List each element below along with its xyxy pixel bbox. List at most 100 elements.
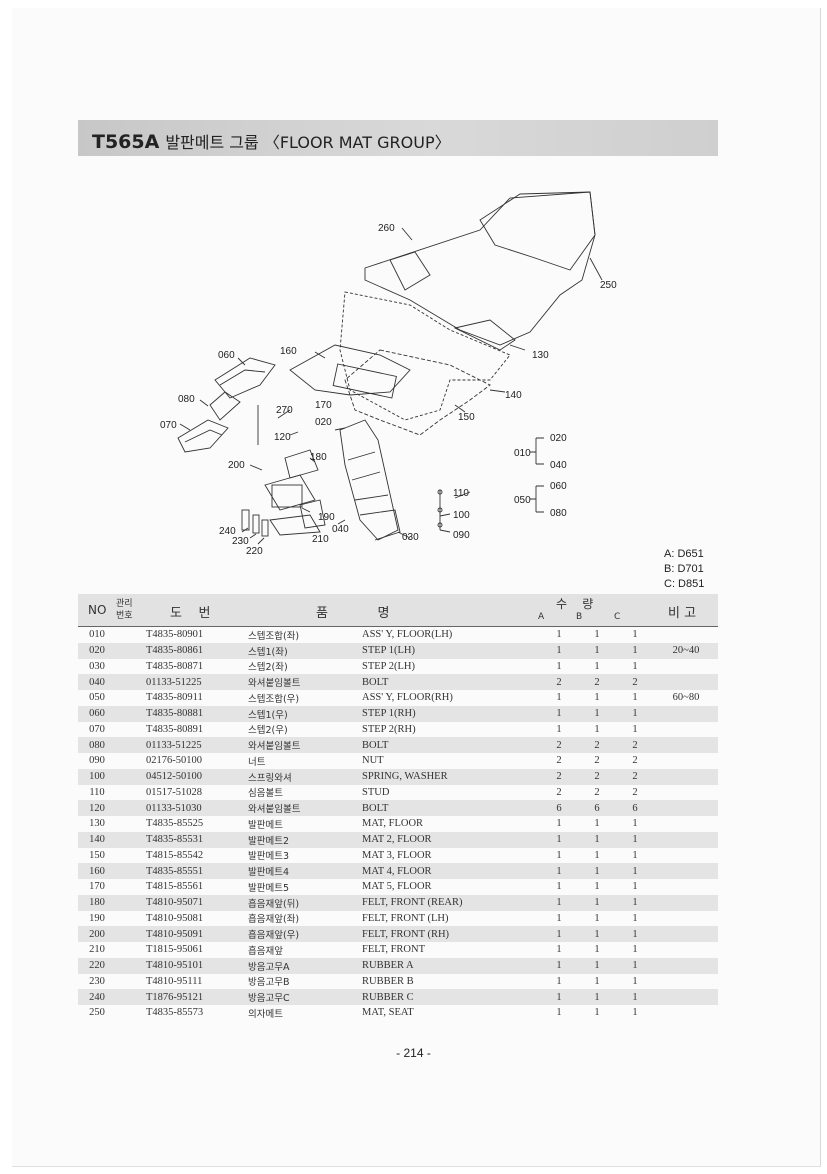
callout-040: 040 [332,524,349,535]
part-no: 020 [78,642,116,659]
exploded-diagram: 260 250 130 140 150 160 060 080 070 270 … [160,191,617,557]
remark [654,785,718,801]
header-beonho: 번호 [116,611,133,621]
qty-a: 6 [540,800,578,816]
bracket-010-child-a: 020 [550,433,567,444]
qty-c: 1 [616,989,654,1005]
callout-210: 210 [312,534,329,545]
title-bar [78,120,718,156]
drawing-number: T1876-95121 [140,989,248,1005]
drawing-number: 02176-50100 [146,755,202,767]
part-name-en: ASS' Y, FLOOR(RH) [362,692,453,704]
remark [654,879,718,895]
qty-a: 1 [556,660,562,672]
part-name-en: STEP 1(LH) [362,642,540,659]
qty-b: 1 [594,723,600,735]
header-remarks: 비 고 [668,606,697,621]
gwanri-cell [116,737,140,753]
remark [654,926,718,942]
gwanri-cell [116,848,140,864]
qty-a: 2 [556,755,562,767]
callout-260: 260 [378,223,395,234]
remark [654,911,718,927]
callout-120: 120 [274,432,291,443]
part-name-en: RUBBER C [362,989,540,1005]
part-no: 050 [89,692,105,704]
group-title: 발판메트 그룹 〈FLOOR MAT GROUP〉 [165,133,451,152]
felt-200 [264,474,316,511]
gwanri-cell [116,722,140,738]
gwanri-cell [116,879,140,895]
gwanri-cell [116,974,140,990]
qty-b: 1 [594,975,600,987]
remark [654,974,718,990]
part-name-kr: 심음볼트 [248,788,283,800]
part-name-kr: 와셔붙임볼트 [248,800,362,816]
table-header: NO 관리 번호 도 번 품 명 수 량 A B C 비 고 [78,594,718,626]
gwanri-cell [116,625,140,643]
qty-c: 1 [616,625,654,643]
part-name-en: BOLT [362,800,540,816]
qty-c: 1 [632,975,638,987]
qty-a: 1 [540,625,578,643]
qty-a: 1 [556,723,562,735]
callout-240: 240 [219,526,236,537]
drawing-number: T4810-95091 [140,926,248,942]
part-no: 240 [78,989,116,1005]
part-name-kr: 흡음재앞(뒤) [248,894,362,911]
qty-c: 1 [632,692,638,704]
header-gwanri: 관리 [116,599,133,609]
gwanri-cell [116,659,140,675]
drawing-number: T4835-80911 [146,692,203,704]
callout-090: 090 [453,530,470,541]
qty-b: 1 [594,692,600,704]
gwanri-cell [116,926,140,942]
qty-a: 1 [556,975,562,987]
gwanri-cell [116,1005,140,1021]
qty-a: 1 [540,989,578,1005]
header-no: NO [88,603,107,617]
gwanri-cell [116,800,140,816]
part-no: 150 [89,849,105,861]
remark [654,659,718,675]
qty-c: 1 [616,926,654,942]
qty-a: 2 [540,737,578,753]
qty-c: 1 [616,863,654,879]
part-name-en: STEP 2(RH) [362,723,416,735]
remark [654,816,718,832]
remark: 20~40 [654,642,718,659]
callout-190: 190 [318,512,335,523]
callout-020: 020 [315,417,332,428]
qty-c: 1 [632,881,638,893]
drawing-number: T4835-80881 [140,705,248,722]
drawing-number: T4810-95071 [140,894,248,911]
step-020 [339,419,399,541]
qty-a: 1 [540,831,578,848]
part-no: 070 [89,723,105,735]
part-name-kr: 흡음재앞 [248,945,283,957]
callout-150: 150 [458,412,475,423]
drawing-number: 01133-51225 [140,674,248,690]
part-no: 250 [89,1007,105,1019]
part-name-kr: 너트 [248,756,266,768]
part-no: 140 [78,831,116,848]
qty-b: 1 [578,989,616,1005]
part-no: 200 [78,926,116,942]
part-name-en: FELT, FRONT (LH) [362,912,449,924]
bracket-010-child-b: 040 [550,460,567,471]
drawing-number: 04512-50100 [140,768,248,785]
floor-mat-140 [344,349,491,436]
part-name-en: FELT, FRONT (RH) [362,926,540,942]
callout-200: 200 [228,460,245,471]
part-no: 030 [89,660,105,672]
qty-a: 1 [540,926,578,942]
part-name-kr: 스텝2(좌) [248,662,288,674]
part-name-kr: 흡음재앞(우) [248,926,362,942]
drawing-number: 01133-51225 [140,737,248,753]
part-name-kr: 와셔붙임볼트 [248,674,362,690]
